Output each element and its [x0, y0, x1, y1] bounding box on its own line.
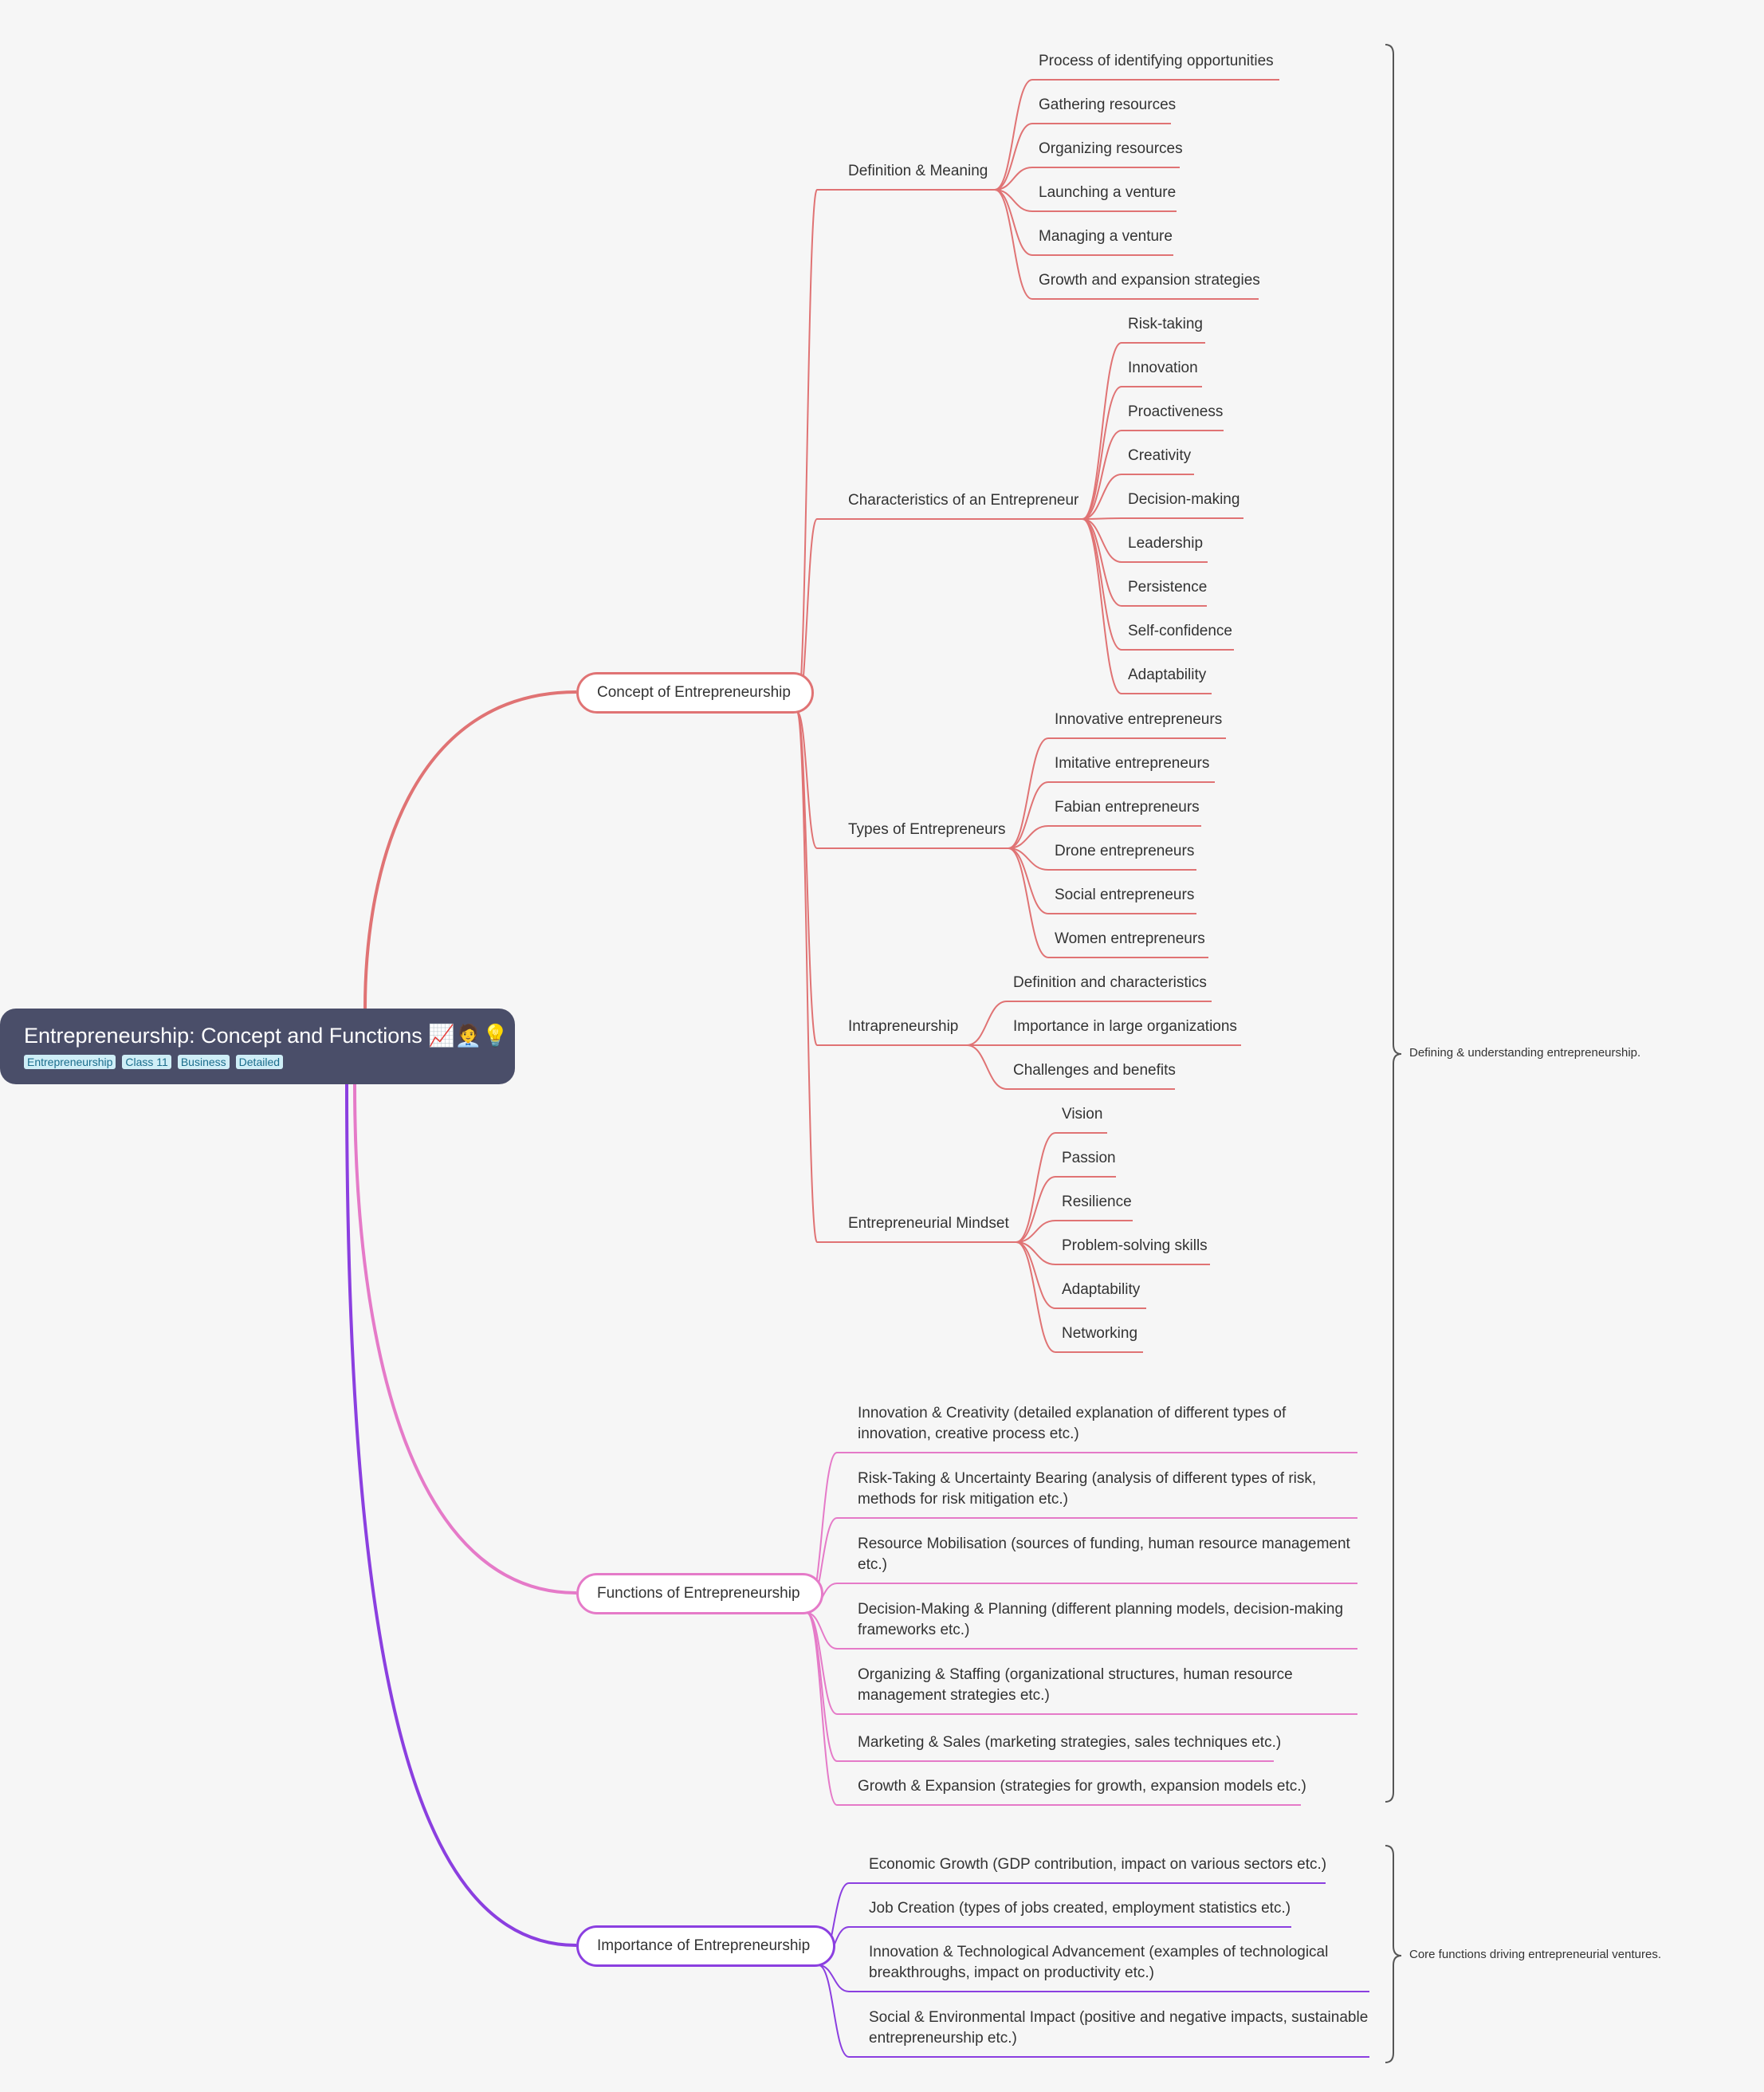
subtopic-node[interactable]: Characteristics of an Entrepreneur	[848, 492, 1079, 509]
leaf-edge	[1082, 474, 1122, 520]
topic-node[interactable]: Decision-Making & Planning (different pl…	[858, 1601, 1344, 1638]
leaf-edge	[1082, 518, 1122, 607]
leaf-edge	[1082, 518, 1122, 694]
leaf-edge	[1008, 847, 1049, 914]
leaf-edge	[1016, 1220, 1056, 1243]
leaf-edge	[966, 1001, 1008, 1046]
topic-node[interactable]: Innovation	[1128, 360, 1198, 376]
topic-node[interactable]: Organizing resources	[1039, 140, 1183, 157]
topic-node[interactable]: Proactiveness	[1128, 403, 1224, 420]
branch-concept[interactable]: Concept of Entrepreneurship	[576, 672, 814, 714]
leaf-edge	[1082, 430, 1122, 520]
leaf-edge	[1082, 386, 1122, 520]
topic-node[interactable]: Launching a venture	[1039, 184, 1177, 201]
topic-node[interactable]: Fabian entrepreneurs	[1055, 799, 1200, 816]
subtopic-edge	[796, 711, 818, 1243]
topic-node[interactable]: Drone entrepreneurs	[1055, 843, 1195, 859]
topic-node[interactable]: Risk-Taking & Uncertainty Bearing (analy…	[858, 1470, 1317, 1508]
subtopic-node[interactable]: Definition & Meaning	[848, 163, 988, 179]
leaf-edge	[1016, 1132, 1056, 1243]
leaf-edge	[1008, 825, 1049, 849]
leaf-edge	[806, 1612, 838, 1806]
leaf-edge	[1008, 737, 1049, 849]
leaf-edge	[994, 79, 1033, 191]
topic-node[interactable]: Women entrepreneurs	[1055, 930, 1205, 947]
topic-node[interactable]: Leadership	[1128, 535, 1204, 552]
topic-node[interactable]: Self-confidence	[1128, 623, 1232, 639]
topic-node[interactable]: Persistence	[1128, 579, 1208, 596]
topic-node[interactable]: Innovation & Technological Advancement (…	[869, 1944, 1329, 1981]
leaf-edge	[806, 1612, 838, 1762]
topic-node[interactable]: Challenges and benefits	[1013, 1062, 1176, 1079]
topic-node[interactable]: Job Creation (types of jobs created, emp…	[869, 1900, 1291, 1917]
topic-node[interactable]: Economic Growth (GDP contribution, impac…	[869, 1856, 1327, 1873]
summary-bracket	[1385, 44, 1402, 1803]
topic-node[interactable]: Marketing & Sales (marketing strategies,…	[858, 1734, 1282, 1751]
leaf-edge	[1008, 781, 1049, 849]
tag[interactable]: Detailed	[235, 1055, 284, 1069]
topic-node[interactable]: Imitative entrepreneurs	[1055, 755, 1210, 772]
topic-node[interactable]: Adaptability	[1062, 1281, 1141, 1298]
leaf-edge	[966, 1044, 1008, 1090]
root-title: Entrepreneurship: Concept and Functions …	[24, 1024, 509, 1048]
summary-bracket	[1385, 1845, 1402, 2063]
leaf-edge	[1008, 847, 1049, 871]
subtopic-node[interactable]: Intrapreneurship	[848, 1018, 959, 1035]
leaf-edge	[994, 167, 1033, 191]
subtopic-node[interactable]: Types of Entrepreneurs	[848, 821, 1006, 838]
topic-node[interactable]: Decision-making	[1128, 491, 1240, 508]
leaf-edge	[1082, 518, 1122, 563]
tag[interactable]: Class 11	[122, 1055, 171, 1069]
leaf-edge	[1082, 342, 1122, 520]
root-edge-concept	[363, 690, 577, 1009]
summary-note[interactable]: Core functions driving entrepreneurial v…	[1409, 1948, 1662, 1961]
leaf-edge	[1082, 517, 1122, 520]
leaf-edge	[994, 189, 1033, 300]
topic-node[interactable]: Managing a venture	[1039, 228, 1173, 245]
leaf-edge	[806, 1612, 838, 1650]
topic-node[interactable]: Resource Mobilisation (sources of fundin…	[858, 1536, 1350, 1573]
topic-node[interactable]: Innovation & Creativity (detailed explan…	[858, 1405, 1287, 1442]
topic-node[interactable]: Social entrepreneurs	[1055, 887, 1195, 903]
topic-node[interactable]: Social & Environmental Impact (positive …	[869, 2009, 1369, 2047]
subtopic-edge	[796, 189, 818, 713]
topic-node[interactable]: Process of identifying opportunities	[1039, 53, 1274, 69]
topic-node[interactable]: Innovative entrepreneurs	[1055, 711, 1223, 728]
leaf-edge	[1016, 1176, 1056, 1243]
branch-importance[interactable]: Importance of Entrepreneurship	[576, 1925, 835, 1967]
tag[interactable]: Entrepreneurship	[24, 1055, 116, 1069]
subtopic-edge	[796, 711, 818, 1046]
topic-node[interactable]: Creativity	[1128, 447, 1192, 464]
leaf-edge	[1016, 1241, 1056, 1353]
branch-functions[interactable]: Functions of Entrepreneurship	[576, 1573, 823, 1614]
leaf-edge	[818, 1964, 850, 1992]
leaf-edge	[818, 1964, 850, 2058]
topic-node[interactable]: Gathering resources	[1039, 96, 1177, 113]
topic-node[interactable]: Networking	[1062, 1325, 1138, 1342]
topic-node[interactable]: Resilience	[1062, 1193, 1132, 1210]
topic-node[interactable]: Risk-taking	[1128, 316, 1203, 332]
topic-node[interactable]: Definition and characteristics	[1013, 974, 1207, 991]
root-tags: Entrepreneurship Class 11 Business Detai…	[24, 1055, 515, 1069]
topic-node[interactable]: Growth and expansion strategies	[1039, 272, 1260, 289]
leaf-edge	[1008, 847, 1049, 958]
topic-node[interactable]: Passion	[1062, 1150, 1116, 1166]
leaf-edge	[994, 123, 1033, 191]
tag[interactable]: Business	[177, 1055, 230, 1069]
topic-node[interactable]: Vision	[1062, 1106, 1103, 1123]
topic-node[interactable]: Problem-solving skills	[1062, 1237, 1208, 1254]
subtopic-edge	[796, 711, 818, 849]
root-edge-functions	[353, 1083, 577, 1595]
root-node[interactable]: Entrepreneurship: Concept and Functions …	[0, 1009, 515, 1084]
topic-node[interactable]: Growth & Expansion (strategies for growt…	[858, 1778, 1306, 1795]
root-edge-importance	[345, 1083, 577, 1947]
summary-note[interactable]: Defining & understanding entrepreneurshi…	[1409, 1046, 1641, 1060]
topic-node[interactable]: Adaptability	[1128, 667, 1207, 683]
topic-node[interactable]: Importance in large organizations	[1013, 1018, 1237, 1035]
topic-node[interactable]: Organizing & Staffing (organizational st…	[858, 1666, 1293, 1704]
subtopic-node[interactable]: Entrepreneurial Mindset	[848, 1215, 1009, 1232]
